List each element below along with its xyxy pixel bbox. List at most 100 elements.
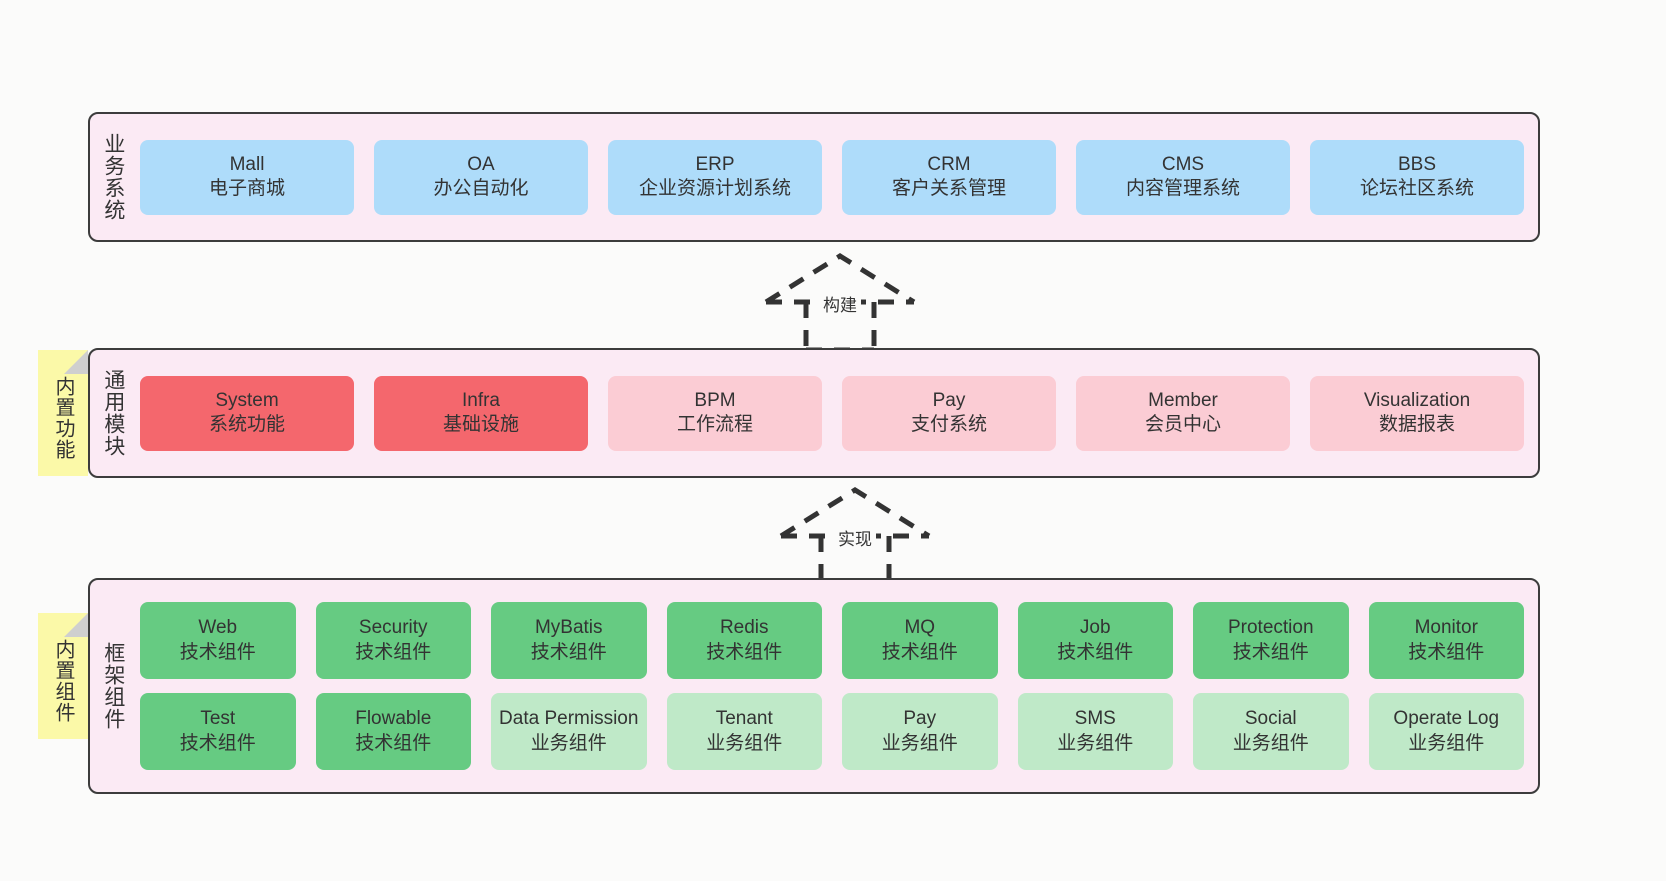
component-card[interactable]: CMS 内容管理系统 bbox=[1076, 139, 1290, 215]
component-card-name: SMS bbox=[1074, 708, 1116, 730]
note-builtin-features-label: 内置功能 bbox=[52, 376, 74, 460]
component-card-name: Protection bbox=[1227, 617, 1314, 639]
component-card-desc: 内容管理系统 bbox=[1125, 178, 1240, 199]
component-card-desc: 业务组件 bbox=[706, 732, 783, 754]
component-card-desc: 业务组件 bbox=[530, 732, 607, 754]
component-card-name: Job bbox=[1079, 617, 1111, 639]
component-card-desc: 客户关系管理 bbox=[891, 178, 1006, 199]
component-card-name: BBS bbox=[1397, 153, 1437, 175]
component-card-name: Test bbox=[200, 708, 236, 730]
component-card[interactable]: BBS 论坛社区系统 bbox=[1310, 139, 1524, 215]
component-card-name: Infra bbox=[461, 389, 501, 411]
connector-realize: 实现 bbox=[765, 484, 945, 589]
component-card[interactable]: ERP 企业资源计划系统 bbox=[608, 139, 822, 215]
component-card-name: Tenant bbox=[715, 708, 773, 730]
component-card-name: ERP bbox=[695, 153, 735, 175]
component-card-name: Member bbox=[1148, 389, 1218, 411]
component-card-desc: 系统功能 bbox=[208, 414, 285, 435]
component-card-name: CRM bbox=[927, 153, 971, 175]
component-card-name: Pay bbox=[932, 389, 966, 411]
component-card-desc: 技术组件 bbox=[179, 641, 256, 663]
component-card-name: Data Permission bbox=[499, 708, 639, 730]
component-card-name: Visualization bbox=[1363, 389, 1471, 411]
component-card-desc: 业务组件 bbox=[1408, 732, 1485, 754]
component-card[interactable]: Member 会员中心 bbox=[1076, 375, 1290, 451]
connector-build-label: 构建 bbox=[819, 294, 861, 317]
note-builtin-features: 内置功能 bbox=[38, 350, 88, 476]
component-card-desc: 业务组件 bbox=[1057, 732, 1134, 754]
layer-title-framework-components: 框架组件 bbox=[101, 642, 125, 730]
component-card-desc: 技术组件 bbox=[881, 641, 958, 663]
component-card-name: Pay bbox=[903, 708, 937, 730]
component-card-name: BPM bbox=[694, 389, 736, 411]
component-card-name: Redis bbox=[719, 617, 769, 639]
connector-build: 构建 bbox=[750, 250, 930, 355]
component-card[interactable]: Visualization 数据报表 bbox=[1310, 375, 1524, 451]
layer-title-common-modules: 通用模块 bbox=[101, 369, 125, 457]
component-card-desc: 技术组件 bbox=[706, 641, 783, 663]
component-card-name: MyBatis bbox=[534, 617, 603, 639]
component-card-desc: 技术组件 bbox=[530, 641, 607, 663]
component-card-desc: 技术组件 bbox=[355, 641, 432, 663]
component-card-desc: 会员中心 bbox=[1144, 414, 1221, 435]
component-card-desc: 数据报表 bbox=[1378, 414, 1455, 435]
component-card-name: Web bbox=[198, 617, 238, 639]
component-card-name: System bbox=[215, 389, 279, 411]
component-card-desc: 技术组件 bbox=[1232, 641, 1309, 663]
component-card-desc: 办公自动化 bbox=[433, 178, 529, 199]
layer-title-business-system: 业务系统 bbox=[101, 133, 125, 221]
component-card-desc: 业务组件 bbox=[1232, 732, 1309, 754]
component-card-desc: 技术组件 bbox=[1057, 641, 1134, 663]
component-card-name: Flowable bbox=[355, 708, 432, 730]
component-card-name: Operate Log bbox=[1393, 708, 1500, 730]
component-card-desc: 技术组件 bbox=[355, 732, 432, 754]
component-card[interactable]: Pay 支付系统 bbox=[842, 375, 1056, 451]
note-builtin-components-label: 内置组件 bbox=[52, 639, 74, 723]
component-card-desc: 业务组件 bbox=[881, 732, 958, 754]
component-card-desc: 支付系统 bbox=[910, 414, 987, 435]
component-card-name: MQ bbox=[904, 617, 936, 639]
component-card-desc: 电子商城 bbox=[208, 178, 285, 199]
component-card[interactable]: Mall 电子商城 bbox=[140, 139, 354, 215]
component-card-name: Mall bbox=[229, 153, 265, 175]
component-card[interactable]: System 系统功能 bbox=[140, 375, 354, 451]
component-card-name: Social bbox=[1244, 708, 1297, 730]
component-card-name: Monitor bbox=[1414, 617, 1478, 639]
component-card-desc: 技术组件 bbox=[1408, 641, 1485, 663]
component-card-name: Security bbox=[358, 617, 428, 639]
connector-realize-label: 实现 bbox=[834, 528, 876, 551]
component-card[interactable]: CRM 客户关系管理 bbox=[842, 139, 1056, 215]
component-card-name: CMS bbox=[1161, 153, 1205, 175]
component-card-desc: 企业资源计划系统 bbox=[638, 178, 791, 199]
component-card-desc: 论坛社区系统 bbox=[1359, 178, 1474, 199]
